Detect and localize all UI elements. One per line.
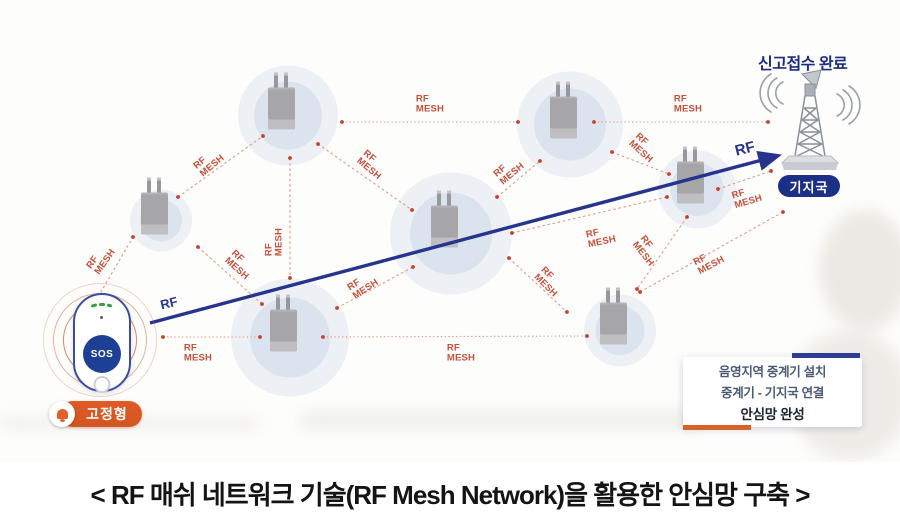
device-brand-logo-icon (90, 302, 113, 311)
repeater-device-icon (268, 72, 295, 130)
caption-text: < RF 매쉬 네트워크 기술(RF Mesh Network)을 활용한 안심… (90, 480, 811, 510)
mesh-link-line (177, 135, 264, 198)
mesh-link-endpoint-dot (316, 142, 320, 146)
device-call-button[interactable] (93, 376, 111, 393)
mesh-link-endpoint-dot (340, 120, 344, 124)
mesh-link-endpoint-dot (516, 120, 520, 124)
mesh-link-endpoint-dot (261, 134, 265, 138)
rf-path-arrow (149, 150, 782, 325)
mesh-link-endpoint-dot (766, 120, 770, 124)
mesh-links (96, 120, 785, 339)
repeater-node-bottom-right (584, 287, 656, 366)
mesh-link-endpoint-dot (411, 265, 415, 269)
mesh-link-endpoint-dot (335, 306, 339, 310)
mesh-link-endpoint-dot (161, 335, 165, 339)
mesh-link-endpoint-dot (288, 276, 292, 280)
mesh-link-line (197, 246, 263, 305)
info-line-1: 음영지역 중계기 설치 (718, 365, 827, 379)
info-line-3: 안심망 완성 (740, 407, 805, 422)
repeater-device-icon (550, 81, 577, 139)
mesh-link-endpoint-dot (510, 231, 514, 235)
mesh-link-endpoint-dot (638, 290, 642, 294)
mesh-link-endpoint-dot (781, 210, 785, 214)
mesh-link-endpoint-dot (410, 208, 414, 212)
mesh-link-endpoint-dot (258, 335, 262, 339)
mesh-link-endpoint-dot (667, 172, 671, 176)
mesh-link-endpoint-dot (321, 335, 325, 339)
repeater-device-icon (270, 294, 297, 352)
alarm-bell-icon (49, 401, 75, 427)
figure-caption: < RF 매쉬 네트워크 기술(RF Mesh Network)을 활용한 안심… (0, 462, 900, 525)
mesh-link-endpoint-dot (131, 235, 135, 239)
repeater-node-top-left (238, 65, 338, 165)
device-led (100, 316, 103, 319)
sos-device: SOS (73, 293, 131, 393)
mesh-link-endpoint-dot (716, 187, 720, 191)
mesh-link-endpoint-dot (176, 195, 180, 199)
mesh-link-line (511, 196, 668, 234)
info-box-orange-bar (683, 425, 751, 430)
sos-button[interactable]: SOS (83, 335, 121, 373)
mesh-link-endpoint-dot (260, 302, 264, 306)
mesh-link-endpoint-dot (685, 215, 689, 219)
mesh-link-line (636, 216, 688, 290)
repeater-device-icon (600, 287, 627, 345)
mesh-link-endpoint-dot (592, 120, 596, 124)
mesh-link-endpoint-dot (565, 310, 569, 314)
repeater-device-icon (141, 177, 168, 235)
mesh-link-endpoint-dot (196, 245, 200, 249)
mesh-link-line (717, 170, 772, 190)
mesh-link-line (639, 211, 784, 293)
mesh-link-endpoint-dot (665, 195, 669, 199)
mesh-link-endpoint-dot (288, 156, 292, 160)
base-station-tower-icon (759, 69, 861, 170)
mesh-link-endpoint-dot (538, 159, 542, 163)
mesh-link-line (336, 266, 414, 309)
repeater-node-top-middle (517, 71, 623, 177)
mesh-link-endpoint-dot (635, 287, 639, 291)
report-received-status: 신고접수 완료 (758, 56, 848, 73)
repeater-node-left (130, 177, 192, 251)
mesh-link-endpoint-dot (507, 256, 511, 260)
mesh-link-line (317, 143, 413, 211)
base-station-badge: 기지국 (778, 175, 840, 197)
mesh-link-endpoint-dot (495, 195, 499, 199)
repeater-node-right (658, 146, 736, 228)
info-box-navy-bar (792, 353, 860, 358)
mesh-link-endpoint-dot (585, 334, 589, 338)
info-box: 음영지역 중계기 설치 중계기 - 기지국 연결 안심망 완성 (683, 353, 862, 430)
mesh-link-endpoint-dot (610, 150, 614, 154)
mesh-link-line (496, 160, 541, 198)
info-line-2: 중계기 - 기지국 연결 (721, 386, 824, 400)
